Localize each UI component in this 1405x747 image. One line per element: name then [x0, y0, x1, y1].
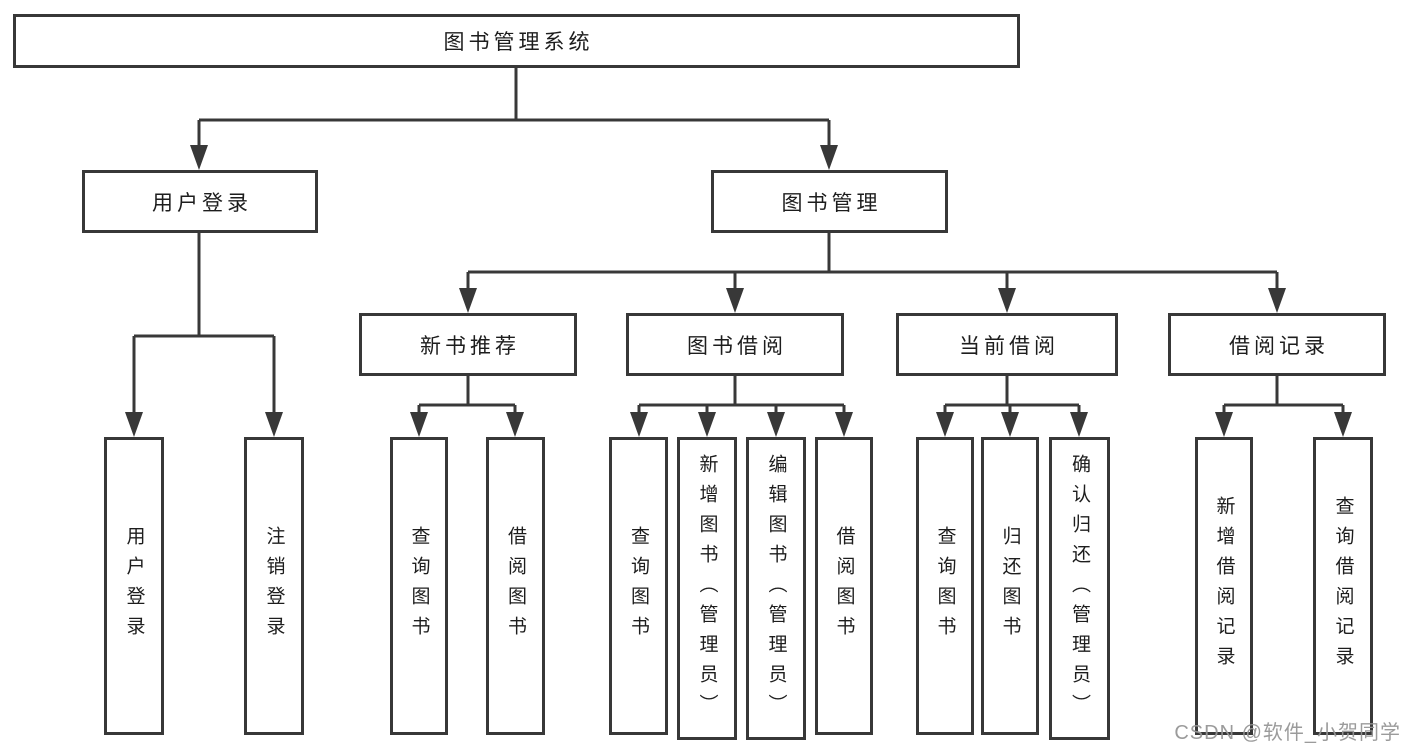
leaf-label: 查询图书	[628, 526, 649, 646]
node-leaf-borrow-books-recommend: 借阅图书	[486, 437, 545, 735]
node-leaf-query-books-recommend: 查询图书	[390, 437, 448, 735]
node-leaf-edit-books-admin: 编辑图书（管理员）	[746, 437, 806, 740]
leaf-label: 确认归还（管理员）	[1069, 453, 1090, 724]
leaf-label: 查询图书	[934, 526, 956, 646]
leaf-label: 注销登录	[263, 526, 285, 646]
connector-borrow-record-children	[1222, 376, 1345, 414]
connector-root-to-level2	[197, 68, 831, 147]
leaf-label: 新增借阅记录	[1213, 496, 1235, 676]
leaf-label: 归还图书	[999, 526, 1021, 646]
node-borrowing-records: 借阅记录	[1168, 313, 1386, 376]
node-current-borrowing: 当前借阅	[896, 313, 1118, 376]
node-leaf-query-books-borrow: 查询图书	[609, 437, 668, 735]
connector-book-mgmt-to-level3	[466, 233, 1279, 290]
csdn-watermark: CSDN @软件_小贺同学	[1174, 722, 1401, 744]
node-user-login: 用户登录	[82, 170, 318, 233]
leaf-label: 编辑图书（管理员）	[765, 453, 787, 724]
leaf-label: 借阅图书	[505, 526, 526, 646]
connector-book-borrow-children	[637, 376, 846, 414]
node-leaf-return-books: 归还图书	[981, 437, 1039, 735]
node-book-borrowing: 图书借阅	[626, 313, 844, 376]
node-leaf-query-borrow-record: 查询借阅记录	[1313, 437, 1373, 735]
connector-current-borrow-children	[943, 376, 1081, 414]
node-leaf-add-books-admin: 新增图书（管理员）	[677, 437, 737, 740]
connector-user-login-children	[132, 233, 276, 414]
leaf-label: 查询借阅记录	[1332, 496, 1354, 676]
connector-new-book-children	[417, 376, 517, 414]
node-leaf-borrow-books: 借阅图书	[815, 437, 873, 735]
node-leaf-logout: 注销登录	[244, 437, 304, 735]
leaf-label: 查询图书	[408, 526, 430, 646]
node-book-management: 图书管理	[711, 170, 948, 233]
node-leaf-user-login: 用户登录	[104, 437, 164, 735]
node-leaf-add-borrow-record: 新增借阅记录	[1195, 437, 1253, 735]
leaf-label: 借阅图书	[833, 526, 855, 646]
node-new-book-recommendation: 新书推荐	[359, 313, 577, 376]
leaf-label: 新增图书（管理员）	[696, 453, 718, 724]
leaf-label: 用户登录	[123, 526, 145, 646]
node-root-library-system: 图书管理系统	[13, 14, 1020, 68]
node-leaf-confirm-return-admin: 确认归还（管理员）	[1049, 437, 1110, 740]
node-leaf-query-books-current: 查询图书	[916, 437, 974, 735]
